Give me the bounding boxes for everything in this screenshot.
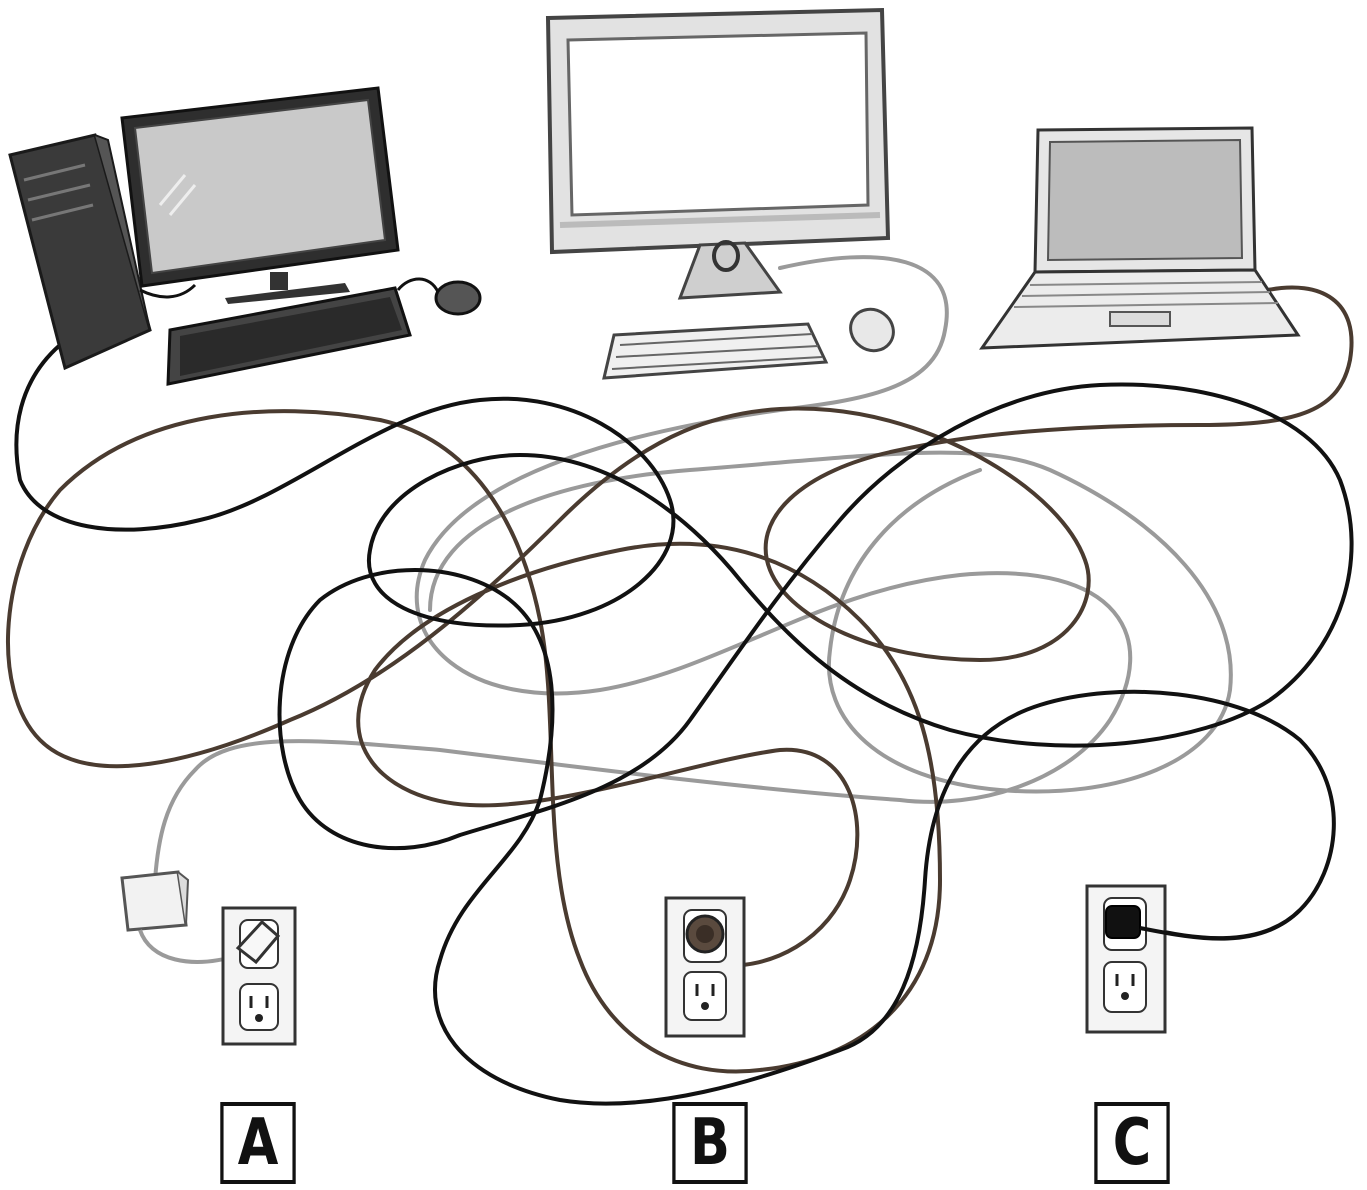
- outlet-c: [1085, 884, 1302, 1034]
- gray-cord: [153, 255, 1133, 882]
- laptop-icon: [979, 126, 1301, 350]
- outlet-b: [664, 896, 746, 1038]
- brown-cord: [6, 285, 1354, 1074]
- desktop-tower-computer-icon: [8, 86, 482, 386]
- monitor-screen: [566, 31, 870, 217]
- plug: [235, 919, 281, 965]
- desktop-monitor-icon: [545, 7, 895, 380]
- laptop-screen: [1046, 138, 1244, 262]
- outlet-label-a[interactable]: A: [220, 1102, 296, 1184]
- outlet-label-b[interactable]: B: [672, 1102, 748, 1184]
- gray-cord-loop: [428, 450, 1233, 794]
- black-cord-tower: [14, 343, 1354, 1106]
- monitor-screen: [133, 98, 387, 275]
- mouse: [434, 280, 482, 316]
- cords: [6, 255, 1354, 1106]
- laptop-base: [979, 268, 1301, 350]
- outlet-a: [221, 906, 297, 1046]
- plug: [1105, 905, 1141, 939]
- mouse: [849, 307, 895, 353]
- outlet-label-c[interactable]: C: [1094, 1102, 1170, 1184]
